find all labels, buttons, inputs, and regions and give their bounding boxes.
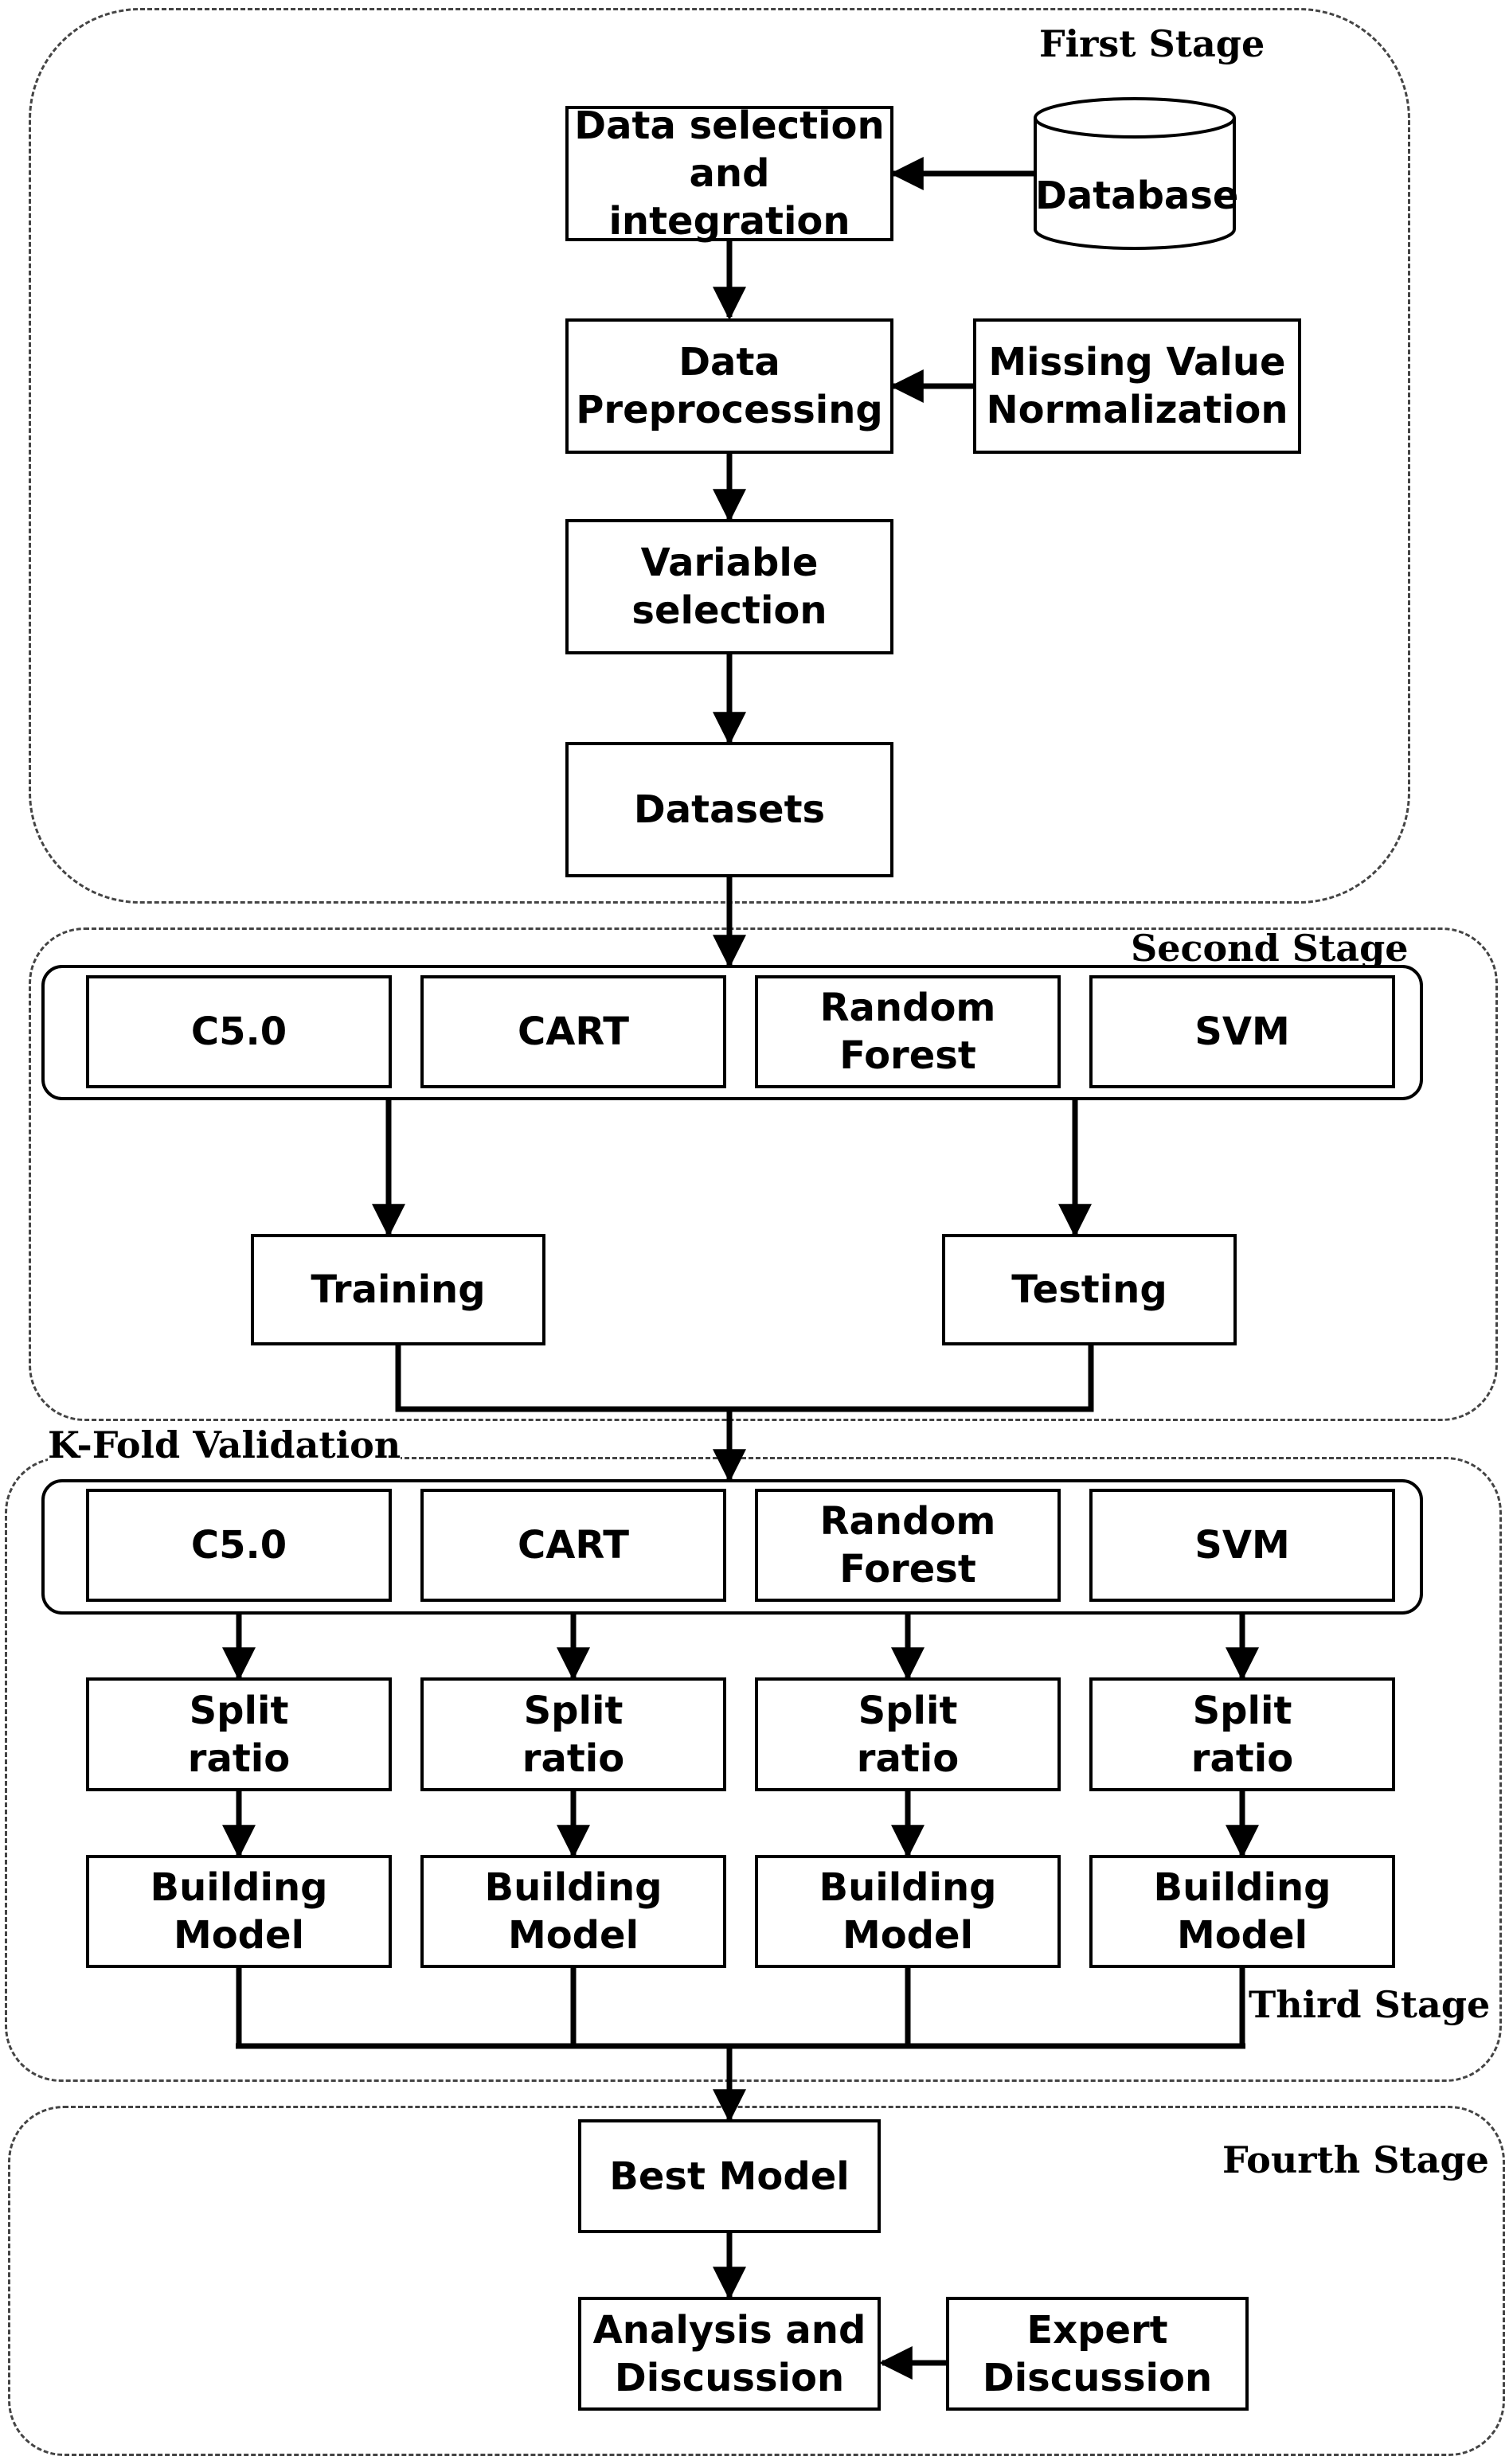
second-model-random-forest: Random Forest: [755, 975, 1061, 1088]
split-ratio-c50: Split ratio: [86, 1677, 392, 1791]
second-model-cart: CART: [420, 975, 726, 1088]
building-model-c50: Building Model: [86, 1855, 392, 1968]
database-label: Database: [1035, 174, 1239, 218]
first-stage-container: [29, 8, 1410, 904]
third-model-svm: SVM: [1089, 1489, 1395, 1602]
split-ratio-random-forest: Split ratio: [755, 1677, 1061, 1791]
third-model-random-forest: Random Forest: [755, 1489, 1061, 1602]
first-stage-title: First Stage: [1039, 22, 1265, 65]
data-selection-box: Data selection and integration: [565, 103, 893, 244]
kfold-title: K-Fold Validation: [48, 1423, 401, 1466]
split-ratio-svm: Split ratio: [1089, 1677, 1395, 1791]
datasets-box: Datasets: [565, 742, 893, 877]
data-preprocessing-box: Data Preprocessing: [565, 318, 893, 454]
database-cylinder-icon: [1034, 97, 1236, 250]
training-box: Training: [251, 1234, 545, 1345]
second-model-c50: C5.0: [86, 975, 392, 1088]
building-model-cart: Building Model: [420, 1855, 726, 1968]
third-model-cart: CART: [420, 1489, 726, 1602]
variable-selection-box: Variable selection: [565, 519, 893, 654]
split-ratio-cart: Split ratio: [420, 1677, 726, 1791]
testing-box: Testing: [942, 1234, 1237, 1345]
second-stage-container: [29, 927, 1498, 1421]
fourth-stage-title: Fourth Stage: [1222, 2138, 1489, 2181]
building-model-svm: Building Model: [1089, 1855, 1395, 1968]
analysis-discussion-box: Analysis and Discussion: [578, 2297, 881, 2411]
third-model-c50: C5.0: [86, 1489, 392, 1602]
missing-value-box: Missing Value Normalization: [973, 318, 1301, 454]
second-model-svm: SVM: [1089, 975, 1395, 1088]
line-train-test-merge: [395, 1345, 1094, 1412]
second-stage-title: Second Stage: [1131, 927, 1409, 970]
third-stage-title: Third Stage: [1249, 1983, 1491, 2026]
building-model-random-forest: Building Model: [755, 1855, 1061, 1968]
third-stage-container: [5, 1457, 1502, 2082]
expert-discussion-box: Expert Discussion: [946, 2297, 1249, 2411]
best-model-box: Best Model: [578, 2119, 881, 2233]
fourth-stage-container: [8, 2106, 1505, 2456]
